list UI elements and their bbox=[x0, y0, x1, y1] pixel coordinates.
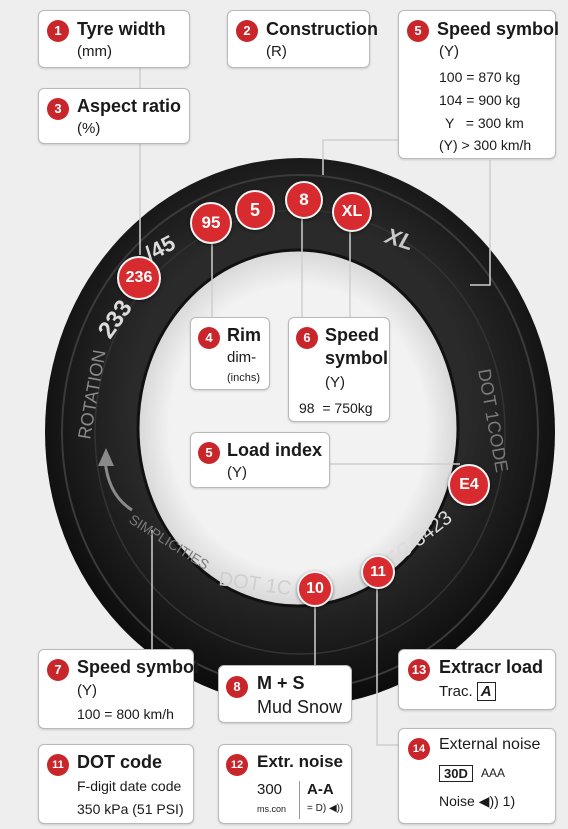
marker-95: 95 bbox=[190, 202, 232, 244]
callout-dot-code: 11 DOT code F-digit date code 350 kPa (5… bbox=[38, 744, 194, 824]
callout-subtitle: (mm) bbox=[77, 43, 112, 60]
callout-line: 100 = 870 kg bbox=[439, 69, 521, 85]
callout-subtitle: (Y) bbox=[325, 374, 345, 391]
noise-class-aaa: AAA bbox=[481, 766, 506, 780]
callout-title: Speed symbol bbox=[77, 657, 200, 677]
callout-speed-symbol-bottom: 7 Speed symbol (Y) 100 = 800 km/h bbox=[38, 649, 199, 729]
callout-extra-load: 13 Extracr load Trac. A bbox=[398, 649, 556, 710]
noise-divider bbox=[299, 781, 300, 819]
noise-unit: ms.con bbox=[257, 804, 287, 814]
callout-title: Aspect ratio bbox=[77, 96, 182, 116]
callout-subtitle: (inchs) bbox=[227, 372, 261, 384]
callout-number: 5 bbox=[407, 20, 429, 42]
callout-number: 11 bbox=[47, 754, 69, 776]
noise-class-badge: 30D bbox=[439, 765, 473, 782]
noise-rating: A-A bbox=[307, 781, 334, 798]
callout-number: 12 bbox=[226, 754, 248, 776]
callout-title: Construction bbox=[266, 19, 378, 39]
callout-speed-symbol-top: 5 Speed symbol (Y) 100 = 870 kg 104 = 90… bbox=[398, 10, 560, 159]
callout-title: Tyre width bbox=[77, 19, 166, 39]
leader-lines bbox=[139, 68, 491, 746]
callout-title: Extr. noise bbox=[257, 752, 343, 771]
callout-tyre-width: 1 Tyre width (mm) bbox=[38, 10, 190, 68]
callout-title: Speed symbol bbox=[437, 19, 560, 39]
callout-line: 350 kPa (51 PSI) bbox=[77, 801, 184, 817]
extra-load-badge: A bbox=[476, 682, 496, 701]
callout-rim: 4 Rim dim- (inchs) bbox=[190, 317, 270, 390]
marker-8: 8 bbox=[285, 181, 323, 219]
callout-number: 3 bbox=[47, 98, 69, 120]
callout-subtitle: (Y) bbox=[227, 464, 247, 481]
callout-title: External noise bbox=[439, 736, 541, 753]
callout-load-index: 5 Load index (Y) bbox=[190, 432, 330, 488]
callout-title: Rim bbox=[227, 325, 262, 345]
callout-number: 7 bbox=[47, 659, 69, 681]
callout-title: DOT code bbox=[77, 752, 163, 772]
callout-title: Extracr load bbox=[439, 657, 544, 677]
marker-e4: E4 bbox=[448, 464, 490, 506]
callout-title-line2: Mud Snow bbox=[257, 697, 343, 717]
callout-number: 6 bbox=[296, 327, 318, 349]
callout-number: 14 bbox=[408, 738, 430, 760]
callout-number: 1 bbox=[47, 20, 69, 42]
callout-subtitle-text: Trac. bbox=[439, 683, 477, 700]
callout-line: Y = 300 km bbox=[445, 115, 524, 131]
marker-5: 5 bbox=[235, 190, 275, 230]
callout-number: 8 bbox=[226, 676, 248, 698]
noise-line: Noise ◀)) 1) bbox=[439, 793, 516, 809]
callout-title: Load index bbox=[227, 440, 323, 460]
callout-line: (Y) > 300 km/h bbox=[439, 137, 532, 153]
callout-subtitle: (Y) bbox=[77, 682, 97, 699]
callout-line: 98 = 750kg bbox=[299, 400, 373, 416]
callout-line: 100 = 800 km/h bbox=[77, 706, 174, 722]
marker-11: 11 bbox=[361, 555, 395, 589]
callout-external-noise: 14 External noise 30D AAA Noise ◀)) 1) bbox=[398, 728, 556, 824]
callout-title-line2: dim- bbox=[227, 349, 257, 366]
callout-aspect-ratio: 3 Aspect ratio (%) bbox=[38, 88, 190, 144]
callout-number: 5 bbox=[198, 442, 220, 464]
callout-title: M + S bbox=[257, 673, 305, 693]
callout-subtitle: Trac. A bbox=[439, 682, 496, 701]
callout-line: F-digit date code bbox=[77, 778, 182, 794]
callout-speed-symbol-center: 6 Speed symbol (Y) 98 = 750kg bbox=[288, 317, 390, 422]
callout-extr-noise: 12 Extr. noise 300 A-A ms.con = D) ◀)) bbox=[218, 744, 352, 824]
marker-10: 10 bbox=[297, 571, 333, 607]
callout-subtitle: (%) bbox=[77, 120, 101, 137]
marker-xl: XL bbox=[332, 192, 372, 232]
marker-236: 236 bbox=[117, 256, 161, 300]
callout-construction: 2 Construction (R) bbox=[227, 10, 378, 68]
noise-symbol: = D) ◀)) bbox=[307, 803, 344, 814]
callout-number: 2 bbox=[236, 20, 258, 42]
callout-number: 13 bbox=[408, 659, 430, 681]
callout-title: Speed bbox=[325, 325, 380, 345]
callout-number: 4 bbox=[198, 327, 220, 349]
callout-title-line2: symbol bbox=[325, 348, 389, 368]
callout-subtitle: (Y) bbox=[439, 43, 459, 60]
callout-mud-snow: 8 M + S Mud Snow bbox=[218, 665, 352, 723]
callout-line: 104 = 900 kg bbox=[439, 92, 521, 108]
callout-subtitle: (R) bbox=[266, 43, 287, 60]
noise-value: 300 bbox=[257, 781, 283, 798]
